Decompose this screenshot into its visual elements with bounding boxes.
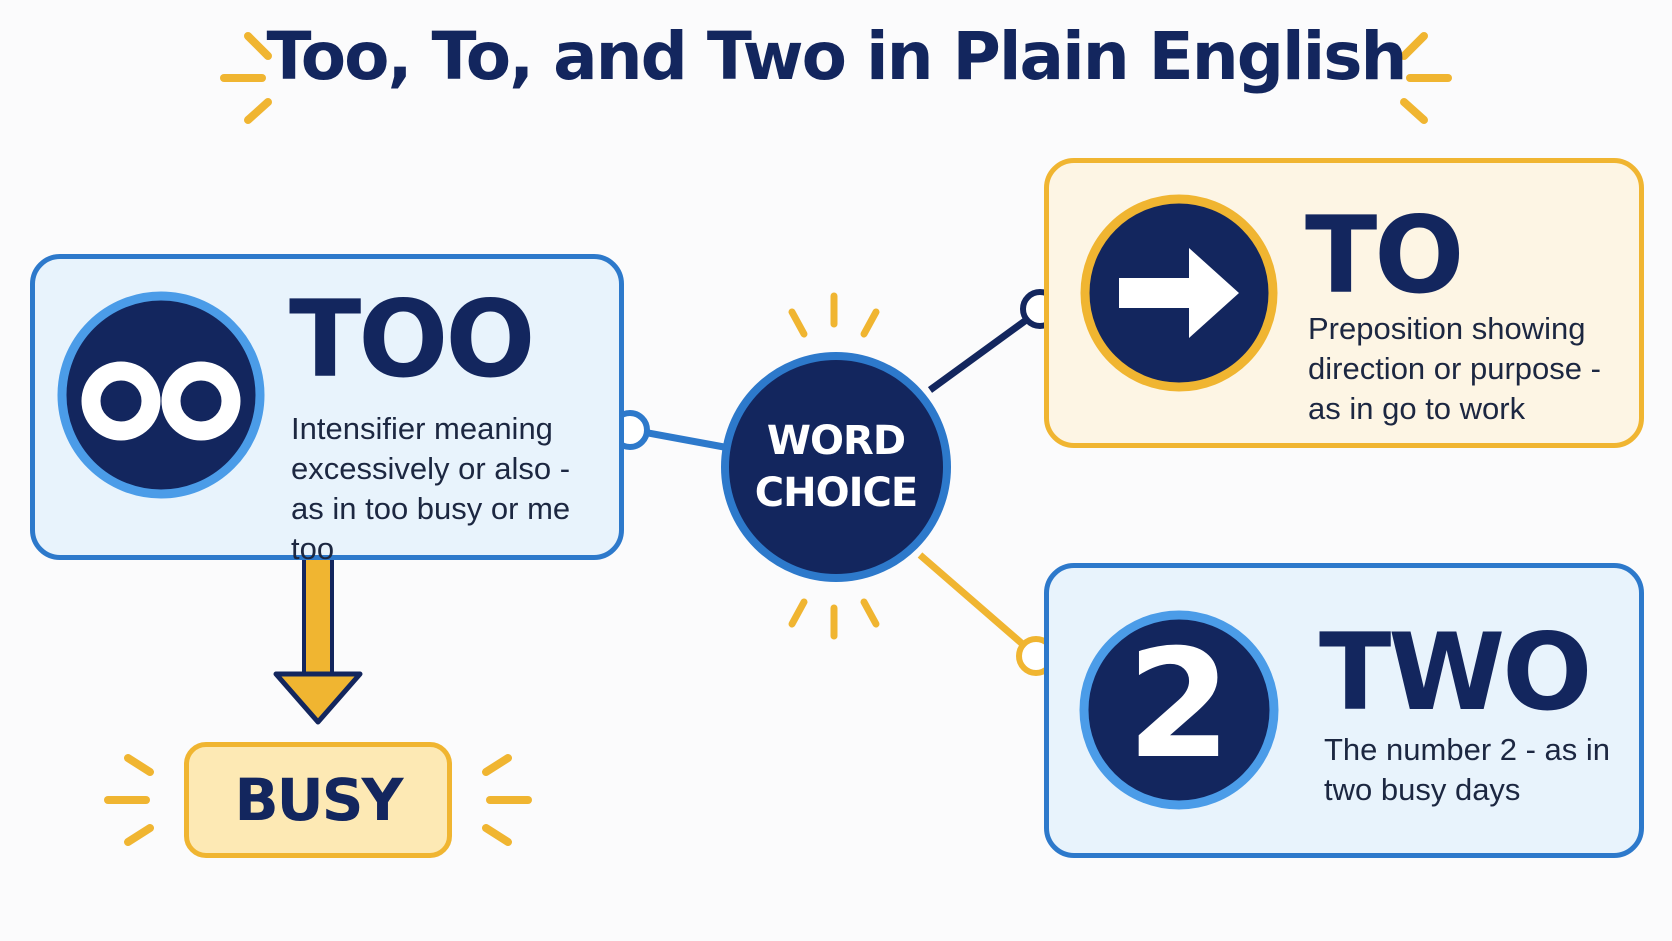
page-title: Too, To, and Two in Plain English: [266, 18, 1408, 95]
card-too: TOO Intensifier meaning excessively or a…: [30, 254, 624, 566]
card-to: TO Preposition showing direction or purp…: [1044, 158, 1644, 448]
right-arrow-icon: [1080, 194, 1278, 392]
double-circle-eyes-icon: [57, 291, 265, 499]
connector-two: [917, 552, 1037, 657]
title-right-burst-icon: [1400, 32, 1452, 124]
card-two-word: TWO: [1319, 611, 1592, 734]
busy-right-burst-icon: [482, 754, 532, 846]
busy-left-burst-icon: [104, 754, 154, 846]
card-too-word: TOO: [289, 278, 536, 401]
card-too-description: Intensifier meaning excessively or also …: [291, 411, 571, 566]
card-to-word: TO: [1305, 194, 1464, 317]
connector-to: [927, 307, 1043, 393]
number-two-icon: [1079, 610, 1279, 810]
title-left-burst-icon: [220, 32, 272, 124]
card-to-description: Preposition showing direction or purpose…: [1308, 311, 1601, 426]
hub-circle: [721, 352, 951, 582]
hub-label: WORD CHOICE: [754, 418, 918, 516]
example-box: BUSY: [184, 742, 452, 858]
number-two-glyph: 2: [1126, 618, 1232, 792]
hub-bottom-burst-icon: [788, 598, 880, 640]
card-two-description: The number 2 - as in two busy days: [1324, 732, 1611, 807]
hub-top-burst-icon: [788, 292, 880, 338]
example-label: BUSY: [234, 766, 403, 834]
card-two: 2 TWO The number 2 - as in two busy days: [1044, 563, 1644, 858]
down-arrow-icon: [273, 554, 363, 725]
